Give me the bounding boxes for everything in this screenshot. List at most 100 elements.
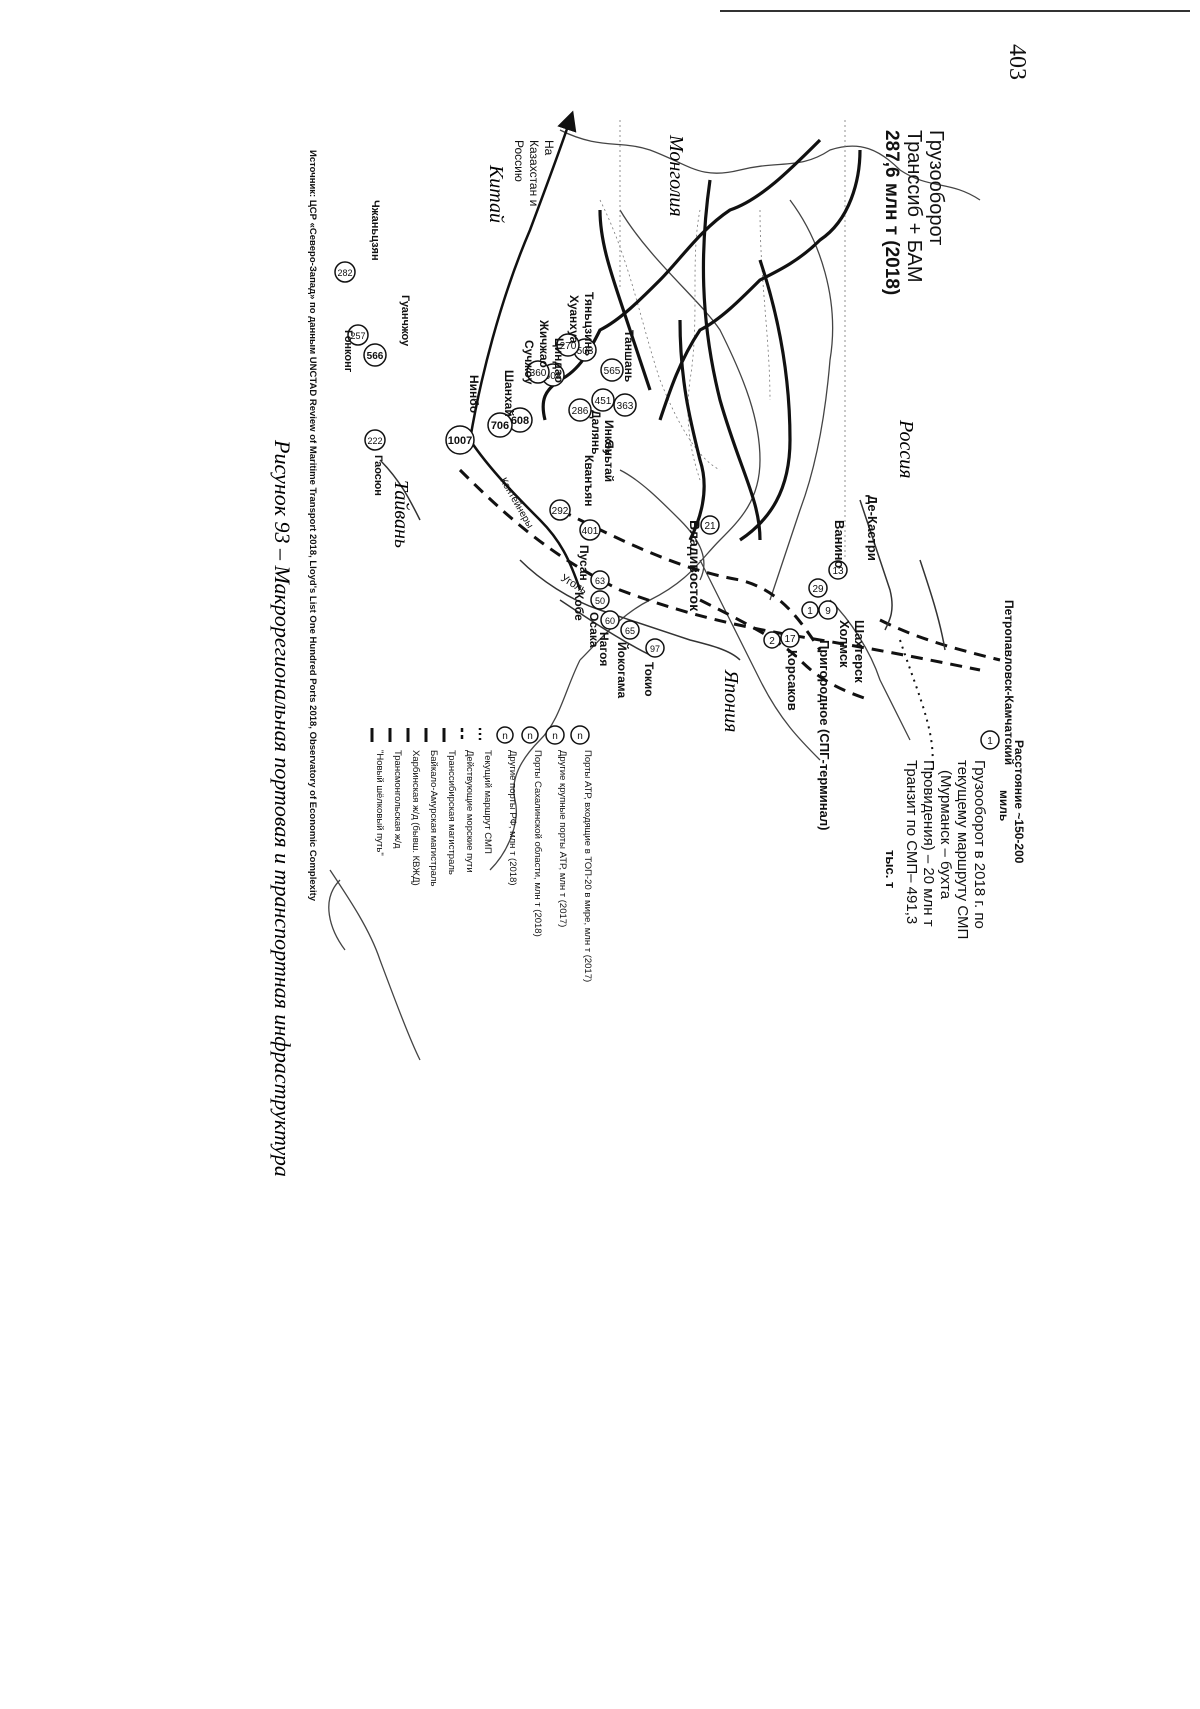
svg-text:Нагоя: Нагоя bbox=[597, 632, 611, 666]
svg-text:17: 17 bbox=[784, 634, 796, 645]
svg-text:Казахстан и: Казахстан и bbox=[527, 140, 541, 206]
svg-text:"Новый шёлковый путь": "Новый шёлковый путь" bbox=[374, 750, 385, 856]
svg-text:Ванино: Ванино bbox=[832, 520, 847, 568]
svg-text:Грузооборот в 2018 г. по: Грузооборот в 2018 г. по bbox=[971, 760, 988, 929]
legend-item-9: Трансмонгольская ж/д bbox=[388, 728, 403, 849]
distance-label: Расстояние ~150-200 миль bbox=[997, 740, 1026, 864]
svg-text:13: 13 bbox=[832, 566, 844, 577]
svg-text:451: 451 bbox=[595, 396, 612, 407]
svg-text:Циндао: Циндао bbox=[552, 338, 566, 383]
svg-text:Таншань: Таншань bbox=[622, 330, 636, 382]
svg-text:Транссиб + БАМ: Транссиб + БАМ bbox=[903, 130, 925, 283]
svg-text:Гонконг: Гонконг bbox=[342, 330, 354, 373]
svg-text:363: 363 bbox=[617, 401, 634, 412]
legend-item-8: Харбинская ж/д (бывш. КВЖД) bbox=[406, 728, 421, 886]
svg-text:n: n bbox=[527, 731, 533, 742]
country-mongolia: Монголия bbox=[665, 134, 687, 217]
svg-text:292: 292 bbox=[552, 506, 569, 517]
bam-line bbox=[658, 149, 862, 421]
svg-text:Нинбо: Нинбо bbox=[467, 375, 481, 413]
svg-text:503: 503 bbox=[577, 346, 594, 357]
svg-text:Расстояние ~150-200: Расстояние ~150-200 bbox=[1012, 740, 1026, 864]
svg-text:Пригородное (СПГ-терминал): Пригородное (СПГ-терминал) bbox=[817, 640, 832, 830]
svg-text:Другие порты РФ, млн т (2018): Другие порты РФ, млн т (2018) bbox=[507, 750, 518, 886]
svg-text:Транссибирская магистраль: Транссибирская магистраль bbox=[446, 750, 457, 875]
svg-text:На: На bbox=[542, 140, 556, 156]
svg-text:287,6 млн т (2018): 287,6 млн т (2018) bbox=[881, 130, 902, 295]
svg-text:Трансмонгольская ж/д: Трансмонгольская ж/д bbox=[392, 750, 403, 849]
svg-text:1: 1 bbox=[807, 606, 813, 617]
figure-caption: Рисунок 93 – Макрорегиональная портовая … bbox=[270, 439, 295, 1177]
svg-text:Порты АТР, входящие в ТОП-20 в: Порты АТР, входящие в ТОП-20 в мире, млн… bbox=[582, 750, 593, 982]
svg-text:608: 608 bbox=[511, 415, 529, 427]
container-label: Контейнеры bbox=[497, 476, 535, 530]
legend-item-10: "Новый шёлковый путь" bbox=[370, 728, 385, 856]
svg-text:миль: миль bbox=[997, 790, 1011, 821]
svg-text:401: 401 bbox=[582, 526, 599, 537]
svg-text:Другие крупные порты АТР, млн: Другие крупные порты АТР, млн т (2017) bbox=[557, 750, 568, 927]
svg-text:508: 508 bbox=[545, 371, 562, 382]
port-vanino: 29 Ванино bbox=[808, 520, 847, 598]
svg-text:Порты Сахалинской области, млн: Порты Сахалинской области, млн т (2018) bbox=[532, 750, 543, 937]
svg-text:(Мурманск – бухта: (Мурманск – бухта bbox=[937, 770, 954, 900]
svg-text:Харбинская ж/д (бывш. КВЖД): Харбинская ж/д (бывш. КВЖД) bbox=[410, 750, 421, 886]
transsib-cargo-label: Грузооборот Транссиб + БАМ 287,6 млн т (… bbox=[881, 130, 947, 295]
svg-text:270: 270 bbox=[560, 341, 577, 352]
svg-text:Россию: Россию bbox=[512, 140, 526, 182]
source-note: Источник: ЦСР «Северо-Запад» по данным U… bbox=[307, 150, 318, 902]
svg-text:2: 2 bbox=[769, 636, 775, 647]
svg-text:286: 286 bbox=[572, 406, 589, 417]
svg-text:Чжаньцзян: Чжаньцзян bbox=[369, 200, 381, 261]
svg-text:Действующие морские пути: Действующие морские пути bbox=[464, 750, 475, 873]
svg-text:Де-Кастри: Де-Кастри bbox=[865, 495, 880, 561]
svg-text:Токио: Токио bbox=[642, 662, 656, 697]
svg-text:Гаосюн: Гаосюн bbox=[372, 455, 384, 496]
svg-text:63: 63 bbox=[595, 576, 605, 586]
svg-text:Шахтерск: Шахтерск bbox=[852, 620, 867, 683]
svg-text:текущему маршруту СМП: текущему маршруту СМП bbox=[954, 760, 971, 939]
svg-text:60: 60 bbox=[605, 616, 615, 626]
svg-text:21: 21 bbox=[704, 521, 716, 532]
svg-text:29: 29 bbox=[812, 584, 824, 595]
internal-borders bbox=[599, 120, 846, 560]
top-rule bbox=[720, 10, 1190, 12]
country-japan: Япония bbox=[720, 669, 742, 732]
kazakhstan-label: На Казахстан и Россию bbox=[512, 140, 556, 206]
svg-text:Провидения) – 20 млн т: Провидения) – 20 млн т bbox=[920, 760, 937, 927]
svg-text:9: 9 bbox=[825, 606, 831, 617]
svg-text:222: 222 bbox=[367, 436, 382, 446]
svg-text:65: 65 bbox=[625, 626, 635, 636]
harbin-line bbox=[678, 319, 706, 541]
svg-text:Холмск: Холмск bbox=[837, 620, 852, 668]
legend-item-7: Байкало-Амурская магистраль bbox=[424, 728, 439, 886]
legend-item-5: Действующие морские пути bbox=[460, 728, 475, 873]
svg-text:257: 257 bbox=[350, 331, 365, 341]
svg-text:n: n bbox=[502, 731, 508, 742]
svg-text:Жичжао: Жичжао bbox=[537, 319, 551, 368]
svg-text:Транзит по СМП– 491,3: Транзит по СМП– 491,3 bbox=[903, 760, 920, 924]
svg-text:Байкало-Амурская магистраль: Байкало-Амурская магистраль bbox=[428, 750, 439, 886]
svg-text:Владивосток: Владивосток bbox=[687, 520, 703, 612]
svg-text:тыс. т: тыс. т bbox=[883, 850, 898, 888]
country-china: Китай bbox=[485, 164, 507, 223]
sea-routes bbox=[458, 468, 1001, 702]
